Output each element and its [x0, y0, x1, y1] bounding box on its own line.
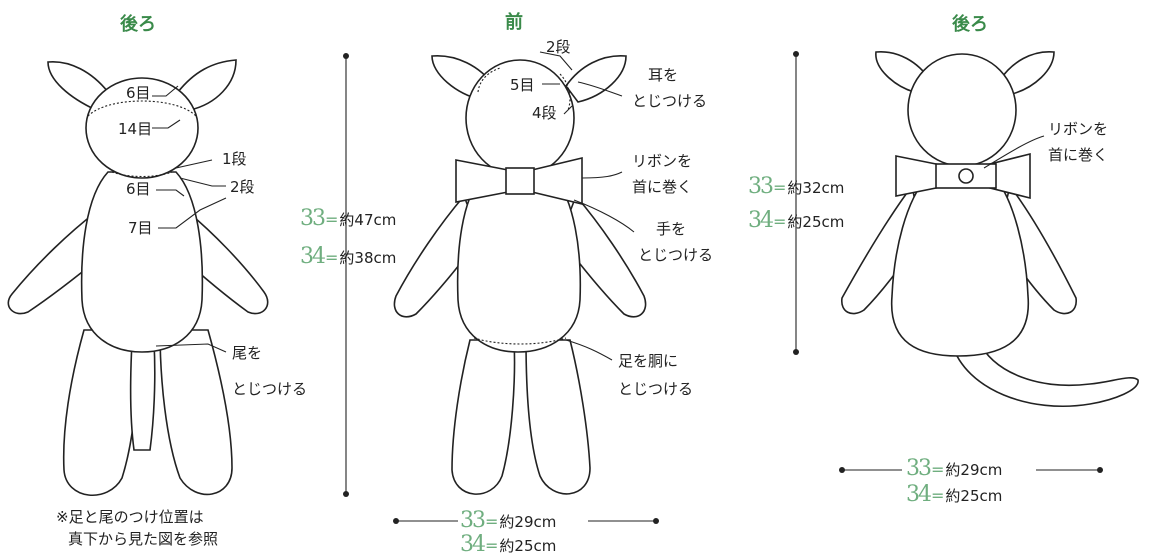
left-head-stitch	[87, 100, 197, 117]
back-tail	[950, 339, 1139, 408]
left-cat-figure	[7, 59, 269, 497]
front-leg-right	[525, 339, 591, 495]
left-head	[85, 77, 199, 179]
label-back-ribbon-1: リボンを	[1048, 120, 1109, 138]
front-ear-stitch-right	[559, 73, 571, 111]
dim-height-back-34: 34=約25cm	[748, 208, 845, 233]
front-arm-left	[393, 194, 481, 318]
label-front-ribbon-1: リボンを	[632, 152, 693, 170]
label-neck-6: 6目	[126, 180, 151, 198]
title-back-right: 後ろ	[952, 14, 988, 35]
dimension-lines	[343, 51, 1103, 524]
dim-width-front-33: 33=約29cm	[460, 508, 557, 533]
note-line-1: ※足と尾のつけ位置は	[56, 508, 204, 526]
left-neck-stitch	[111, 171, 173, 178]
dim-height-back-33: 33=約32cm	[748, 174, 845, 199]
dim-height-front-34: 34=約38cm	[300, 244, 397, 269]
front-leg-stitch	[473, 337, 567, 345]
front-arm-right	[559, 194, 647, 318]
back-ear-right	[998, 51, 1055, 95]
label-ear-attach-2: とじつける	[632, 92, 708, 110]
label-head-14: 14目	[118, 120, 153, 138]
title-back-left: 後ろ	[120, 14, 156, 35]
left-ear-right	[177, 59, 237, 111]
label-hand-1: 手を	[656, 220, 687, 238]
front-ear-right	[565, 55, 627, 103]
title-front: 前	[505, 12, 523, 33]
label-rows-1: 1段	[222, 150, 247, 168]
back-ribbon-button	[958, 168, 974, 184]
front-ear-stitch	[477, 67, 501, 93]
label-hand-2: とじつける	[638, 246, 714, 264]
note-line-2: 真下から見た図を参照	[68, 530, 219, 548]
label-ear-rows-2: 2段	[546, 38, 571, 56]
front-body	[456, 175, 582, 353]
label-tail-2: とじつける	[232, 380, 308, 398]
dim-height-front-33: 33=約47cm	[300, 206, 397, 231]
left-arm-right	[179, 210, 269, 315]
left-leg-right	[159, 329, 233, 496]
label-ear-5: 5目	[510, 76, 535, 94]
label-leg-2: とじつける	[618, 380, 694, 398]
dim-width-back-33: 33=約29cm	[906, 456, 1003, 481]
dim-width-back-34: 34=約25cm	[906, 482, 1003, 507]
label-tail-1: 尾を	[232, 344, 263, 362]
left-arm-left	[7, 210, 103, 315]
left-ear-left	[47, 61, 109, 112]
label-head-6: 6目	[126, 84, 151, 102]
back-head	[907, 53, 1017, 167]
label-ear-rows-4: 4段	[532, 104, 557, 122]
front-cat-figure	[393, 51, 647, 495]
left-body	[80, 171, 204, 353]
left-tail	[129, 341, 156, 451]
front-ribbon-knot	[505, 167, 535, 195]
label-ear-attach-1: 耳を	[648, 66, 679, 84]
label-rows-2: 2段	[230, 178, 255, 196]
label-back-ribbon-2: 首に巻く	[1048, 146, 1109, 164]
dim-width-front-34: 34=約25cm	[460, 532, 557, 557]
left-leg-left	[62, 329, 140, 497]
label-leg-1: 足を胴に	[618, 352, 679, 370]
label-front-ribbon-2: 首に巻く	[632, 178, 693, 196]
label-body-7: 7目	[128, 219, 153, 237]
back-body	[890, 175, 1030, 357]
front-leg-left	[451, 339, 516, 495]
back-cat-figure	[841, 51, 1139, 408]
